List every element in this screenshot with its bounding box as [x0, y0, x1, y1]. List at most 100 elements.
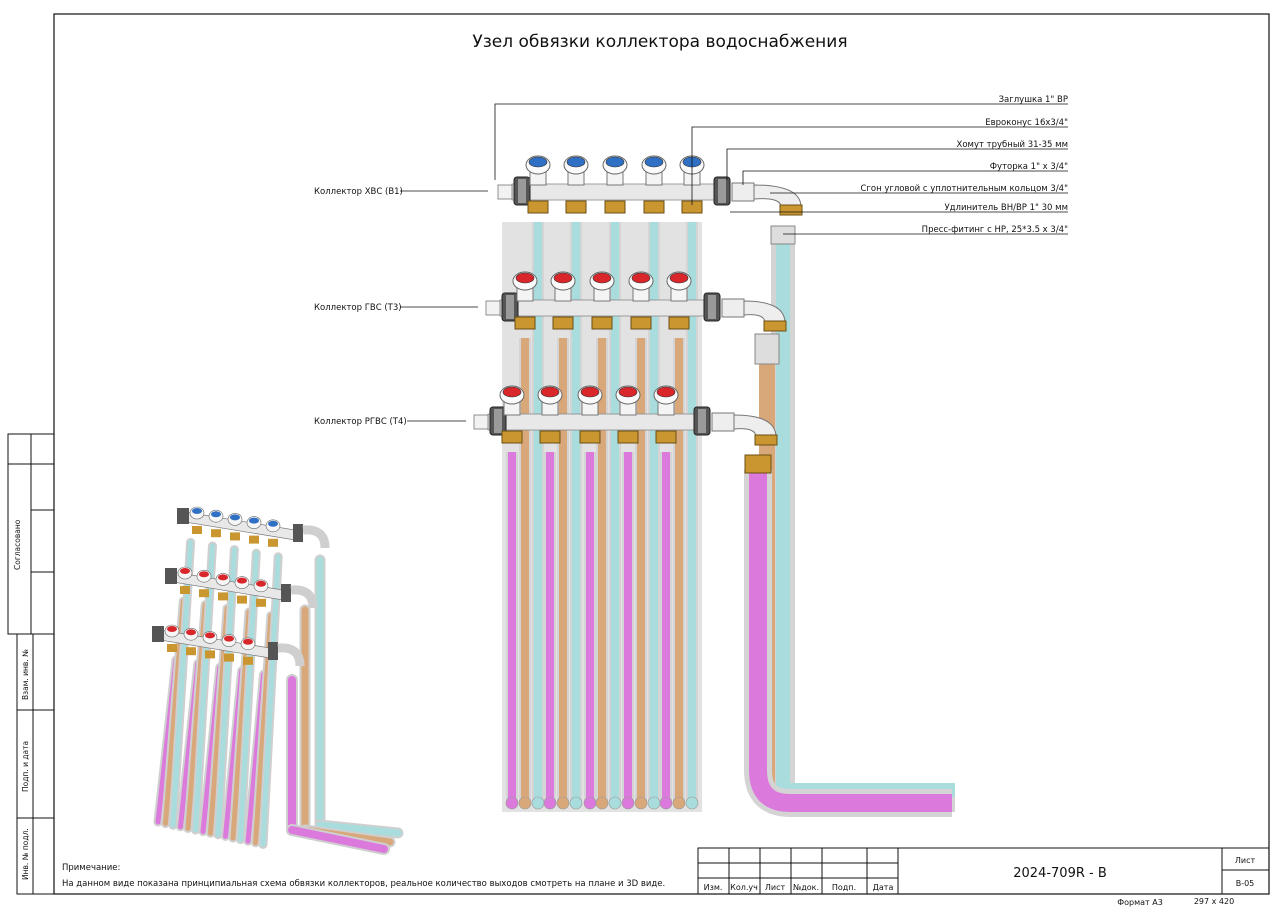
pipe-clamp-inner [708, 295, 716, 319]
stamp-sheet-label: Лист [1235, 856, 1256, 865]
callout-leaders [400, 103, 1068, 422]
end-plug [473, 414, 489, 430]
iso-valve-handle [249, 517, 259, 524]
elbow-sgon [753, 184, 802, 208]
eurocone [630, 316, 652, 330]
valve-handle [502, 386, 522, 398]
eurocone [501, 430, 523, 444]
pipe-cold [534, 222, 542, 802]
pipe-cold [572, 222, 580, 802]
end-plug [485, 300, 501, 316]
valve-handle [566, 156, 586, 168]
valve-handle [605, 156, 625, 168]
side-agreed: Согласовано [13, 519, 22, 570]
pipe-clamp-inner [518, 179, 526, 203]
valve-handle [528, 156, 548, 168]
pipe-end-recirc [505, 796, 519, 810]
iso-elbow [277, 643, 305, 667]
iso-eurocone [205, 650, 215, 659]
valve-handle [515, 272, 535, 284]
pipe-recirc [546, 452, 554, 802]
stamp-code: 2024-709R - В [1013, 866, 1107, 881]
pipe-end-hot [634, 796, 648, 810]
manifold-body [511, 183, 721, 201]
label-manifold-hot: Коллектор ГВС (Т3) [314, 303, 402, 313]
note-text: На данном виде показана принципиальная с… [62, 879, 666, 889]
end-plug [497, 184, 513, 200]
iso-eurocone [249, 535, 259, 544]
note-block: Примечание: На данном виде показана прин… [62, 860, 665, 892]
extension-brass [754, 434, 778, 446]
callout-futorka: Футорка 1" х 3/4" [990, 162, 1068, 172]
iso-valve-handle [268, 520, 278, 527]
eurocone [617, 430, 639, 444]
valve-handle [540, 386, 560, 398]
iso-end-clamp [165, 568, 177, 584]
iso-valve-handle [230, 514, 240, 521]
stamp-col-kol: Кол.уч [730, 883, 758, 892]
callout-plug: Заглушка 1" ВР [999, 95, 1068, 105]
stamp-size: 297 х 420 [1194, 897, 1234, 906]
iso-end-clamp [177, 508, 189, 524]
eurocone [527, 200, 549, 214]
iso-pipe-cold [193, 543, 215, 833]
press-fitting [744, 454, 772, 474]
leader-clamp [726, 148, 1068, 180]
pipe-end-hot [556, 796, 570, 810]
pipe-cold [688, 222, 696, 802]
label-manifold-cold: Коллектор ХВС (В1) [314, 187, 403, 197]
iso-eurocone [268, 538, 278, 547]
pipe-end-hot [518, 796, 532, 810]
pipe-clamp-inner [718, 179, 726, 203]
iso-out-recirc [288, 826, 388, 853]
stamp-col-doc: №док. [793, 883, 819, 892]
callout-clamp: Хомут трубный 31-35 мм [957, 140, 1068, 150]
pipe-recirc [662, 452, 670, 802]
manifold-recirc [473, 385, 778, 446]
iso-valve-handle [199, 571, 209, 578]
iso-eurocone [180, 586, 190, 594]
side-stamp [7, 433, 55, 895]
note-heading: Примечание: [62, 863, 121, 873]
valve-handle [644, 156, 664, 168]
pipe-clamp-inner [698, 409, 706, 433]
manifold-body [487, 413, 701, 431]
pipe-recirc [624, 452, 632, 802]
iso-eurocone [199, 589, 209, 598]
leader-eurocone [691, 126, 1068, 205]
pipe-end-cold [608, 796, 622, 810]
manifold-body [499, 299, 711, 317]
futorka [731, 182, 755, 202]
iso-end-clamp [152, 626, 164, 642]
valve-handle [618, 386, 638, 398]
iso-eurocone [192, 526, 202, 534]
pipe-end-recirc [583, 796, 597, 810]
iso-eurocone [167, 644, 177, 652]
iso-pipe-cold [215, 547, 237, 838]
label-manifold-recirc: Коллектор РГВС (Т4) [314, 417, 407, 427]
leader-plug [494, 103, 1068, 180]
eurocone [579, 430, 601, 444]
valve-handle [592, 272, 612, 284]
pipe-recirc [508, 452, 516, 802]
pipe-end-cold [569, 796, 583, 810]
riser-recirc [749, 470, 952, 812]
pipe-clamp-inner [506, 295, 514, 319]
side-replace: Взам. инв. № [21, 649, 30, 700]
stamp-sheet-value: В-05 [1236, 879, 1255, 888]
leader-futorka [742, 170, 1068, 185]
eurocone [643, 200, 665, 214]
valve-handle [656, 386, 676, 398]
iso-out-cold [316, 821, 402, 837]
iso-end-clamp [268, 642, 278, 660]
iso-valve-handle [186, 629, 196, 636]
iso-valve-handle [224, 635, 234, 642]
iso-manifold-hot [165, 566, 318, 609]
eurocone [655, 430, 677, 444]
pipe-end-cold [685, 796, 699, 810]
eurocone [591, 316, 613, 330]
pipe-end-recirc [621, 796, 635, 810]
pipe-hot [675, 338, 683, 802]
drawing-title: Узел обвязки коллектора водоснабжения [472, 32, 847, 52]
